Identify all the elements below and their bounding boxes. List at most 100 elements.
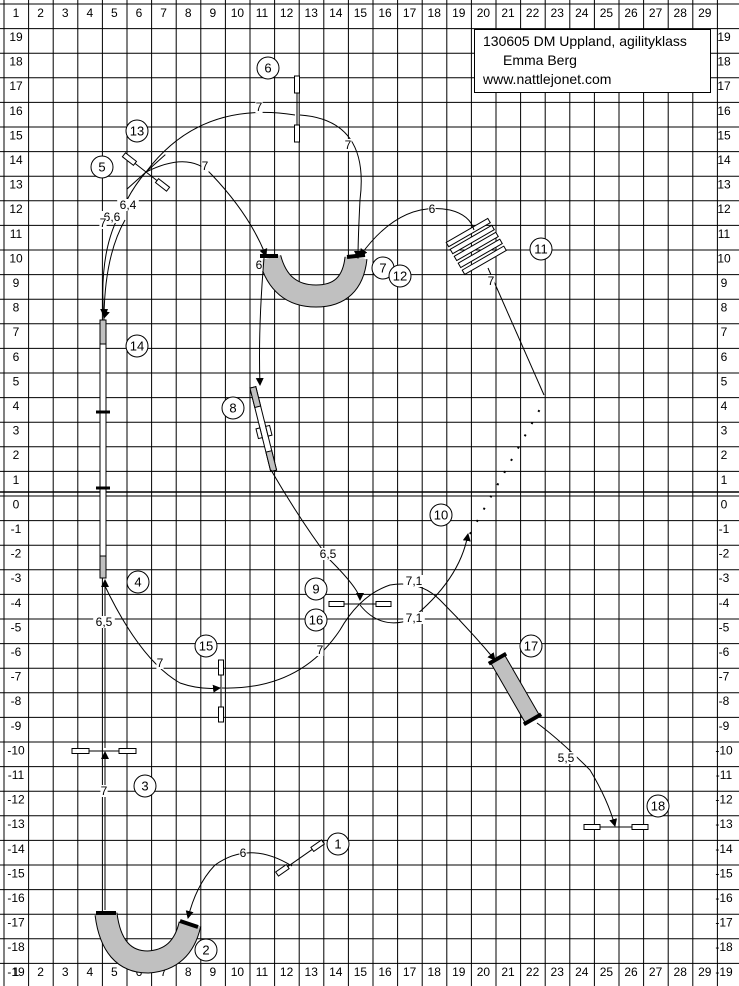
column-label-top: 10 xyxy=(231,6,245,20)
number-circle-11: 11 xyxy=(529,237,553,261)
row-label-left: 19 xyxy=(9,30,23,44)
row-label-right: -9 xyxy=(719,719,730,733)
row-label-right: 14 xyxy=(717,153,731,167)
row-label-right: 13 xyxy=(717,178,731,192)
column-label-top: 15 xyxy=(354,6,368,20)
svg-text:18: 18 xyxy=(651,799,665,814)
row-label-right: 18 xyxy=(717,55,731,69)
row-label-left: -9 xyxy=(11,719,22,733)
row-label-right: -16 xyxy=(715,891,733,905)
number-circle-3: 3 xyxy=(133,774,157,798)
column-label-top: 23 xyxy=(551,6,565,20)
row-label-left: 3 xyxy=(13,424,20,438)
distance-label: 7 xyxy=(100,216,107,230)
column-label-top: 22 xyxy=(526,6,540,20)
row-label-left: -8 xyxy=(11,694,22,708)
column-label-top: 28 xyxy=(674,6,688,20)
row-label-left: 2 xyxy=(13,448,20,462)
column-label-bottom: 13 xyxy=(305,965,319,979)
svg-text:14: 14 xyxy=(130,339,144,354)
number-circle-5: 5 xyxy=(90,155,114,179)
row-label-right: -5 xyxy=(719,620,730,634)
svg-text:5: 5 xyxy=(98,160,105,175)
row-label-right: -18 xyxy=(715,940,733,954)
number-circle-18: 18 xyxy=(646,794,670,818)
row-label-right: -1 xyxy=(719,522,730,536)
row-label-left: -6 xyxy=(11,645,22,659)
number-circle-16: 16 xyxy=(304,608,328,632)
column-label-bottom: 10 xyxy=(231,965,245,979)
column-label-top: 18 xyxy=(428,6,442,20)
column-label-bottom: 2 xyxy=(37,965,44,979)
column-label-top: 19 xyxy=(452,6,466,20)
row-label-right: 2 xyxy=(721,448,728,462)
number-circle-17: 17 xyxy=(519,634,543,658)
equipment xyxy=(71,75,649,974)
row-label-right: 17 xyxy=(717,79,731,93)
row-label-left: 12 xyxy=(9,202,23,216)
row-label-left: 4 xyxy=(13,399,20,413)
svg-text:7: 7 xyxy=(379,261,386,276)
distance-label: 6,6 xyxy=(104,210,121,224)
obstacle-3-jump xyxy=(71,748,137,754)
row-label-right: 1 xyxy=(721,473,728,487)
row-label-right: -13 xyxy=(715,817,733,831)
column-label-bottom: 23 xyxy=(551,965,565,979)
column-label-bottom: 26 xyxy=(624,965,638,979)
column-label-top: 8 xyxy=(185,6,192,20)
row-label-left: -5 xyxy=(11,620,22,634)
number-circle-4: 4 xyxy=(126,570,150,594)
row-label-left: -4 xyxy=(11,596,22,610)
number-circle-10: 10 xyxy=(429,503,453,527)
svg-text:15: 15 xyxy=(199,639,213,654)
svg-text:4: 4 xyxy=(134,575,141,590)
row-label-right: 7 xyxy=(721,325,728,339)
row-label-right: -10 xyxy=(715,743,733,757)
row-label-left: -11 xyxy=(8,768,25,782)
column-label-bottom: 9 xyxy=(209,965,216,979)
row-label-right: -15 xyxy=(715,866,733,880)
column-label-top: 21 xyxy=(501,6,515,20)
row-label-left: 15 xyxy=(9,128,23,142)
column-label-bottom: 8 xyxy=(185,965,192,979)
column-label-bottom: 21 xyxy=(501,965,515,979)
row-label-left: 10 xyxy=(9,251,23,265)
column-label-top: 1 xyxy=(13,6,20,20)
row-label-right: 19 xyxy=(717,30,731,44)
column-label-top: 11 xyxy=(256,6,269,20)
column-label-top: 9 xyxy=(209,6,216,20)
column-label-bottom: 25 xyxy=(600,965,614,979)
column-label-bottom: 19 xyxy=(452,965,466,979)
row-label-right: 16 xyxy=(717,104,731,118)
column-label-top: 5 xyxy=(111,6,118,20)
distance-label: 6,5 xyxy=(320,547,337,561)
row-label-right: 0 xyxy=(721,497,728,511)
grid-labels: 1122334455667788991010111112121313141415… xyxy=(7,6,733,979)
column-label-bottom: 4 xyxy=(86,965,93,979)
row-label-left: 11 xyxy=(10,227,23,241)
row-label-right: -17 xyxy=(715,916,733,930)
column-label-bottom: 1 xyxy=(13,965,20,979)
distance-label: 7 xyxy=(256,100,263,114)
number-circle-15: 15 xyxy=(194,634,218,658)
row-label-left: -3 xyxy=(11,571,22,585)
row-label-left: 17 xyxy=(9,79,23,93)
row-label-right: 5 xyxy=(721,374,728,388)
column-label-bottom: 29 xyxy=(698,965,712,979)
number-circle-9: 9 xyxy=(304,577,328,601)
column-label-bottom: 16 xyxy=(378,965,392,979)
row-label-left: -17 xyxy=(7,916,25,930)
column-label-bottom: 12 xyxy=(280,965,294,979)
row-label-left: 18 xyxy=(9,55,23,69)
number-circle-12: 12 xyxy=(388,264,412,288)
row-label-left: 8 xyxy=(13,301,20,315)
row-label-right: -2 xyxy=(719,547,730,561)
obstacle-18-jump xyxy=(583,824,649,830)
row-label-right: -7 xyxy=(719,670,730,684)
distance-label: 6 xyxy=(240,846,247,860)
number-circle-13: 13 xyxy=(125,119,149,143)
column-label-top: 4 xyxy=(86,6,93,20)
